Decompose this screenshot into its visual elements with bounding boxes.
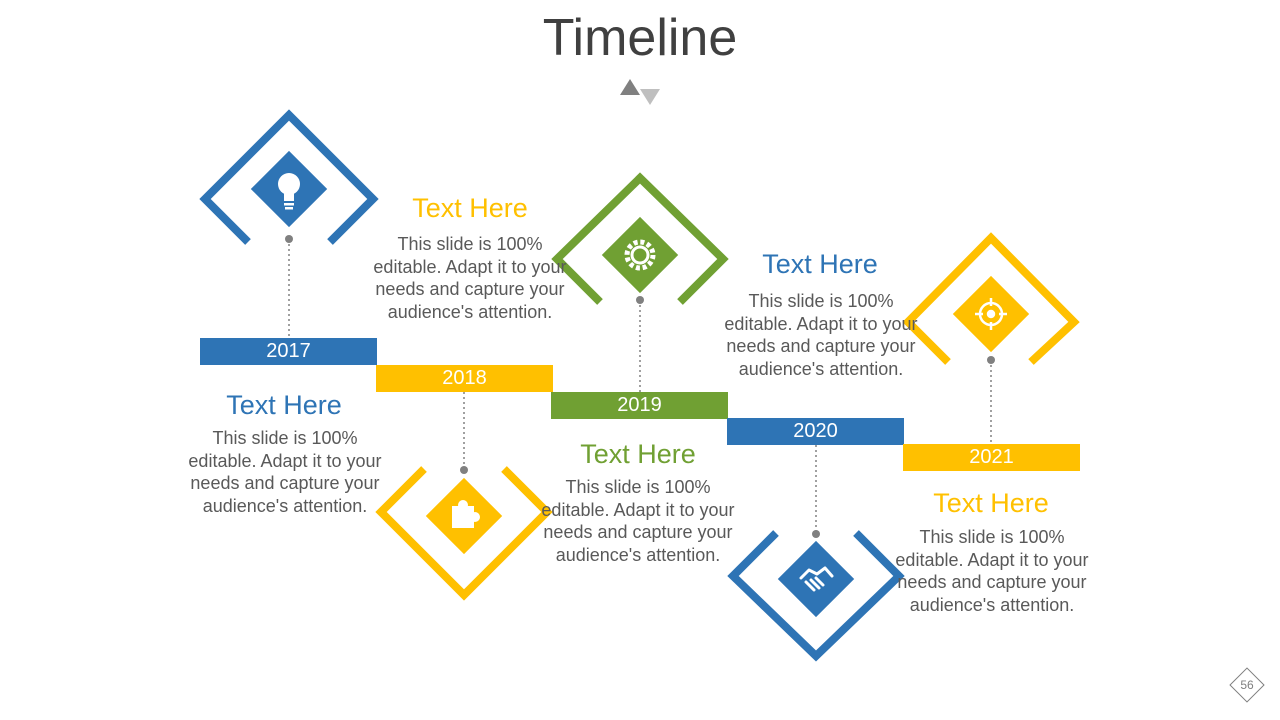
milestone-2017-graphic bbox=[199, 109, 379, 338]
milestone-2019-graphic bbox=[551, 172, 729, 392]
connector-dot bbox=[636, 296, 644, 304]
year-bar-2018: 2018 bbox=[376, 365, 553, 392]
milestone-2018-graphic bbox=[375, 392, 553, 601]
milestone-2020-graphic bbox=[727, 445, 905, 662]
chevron-frame bbox=[375, 466, 553, 601]
chevron-frame bbox=[551, 172, 729, 305]
connector-dot bbox=[285, 235, 293, 243]
lightbulb-icon bbox=[278, 173, 300, 210]
triangle-down-decoration bbox=[640, 89, 660, 105]
page-number: 56 bbox=[1240, 678, 1254, 692]
milestone-2021-graphic bbox=[902, 232, 1080, 444]
milestone-2019-body: This slide is 100% editable. Adapt it to… bbox=[541, 477, 735, 565]
page-title: Timeline bbox=[542, 9, 738, 67]
milestone-2021-heading: Text Here bbox=[933, 488, 1049, 518]
year-bar-2020: 2020 bbox=[727, 418, 904, 445]
milestone-2020-body: This slide is 100% editable. Adapt it to… bbox=[724, 291, 918, 379]
milestone-2017-body: This slide is 100% editable. Adapt it to… bbox=[188, 428, 382, 516]
page-number-badge bbox=[1229, 667, 1265, 703]
milestone-2018-body: This slide is 100% editable. Adapt it to… bbox=[373, 234, 567, 322]
triangle-up-decoration bbox=[620, 79, 640, 95]
connector-dot bbox=[812, 530, 820, 538]
icon-diamond bbox=[601, 216, 679, 294]
target-icon bbox=[975, 298, 1007, 330]
chevron-frame bbox=[199, 109, 379, 245]
connector-dot bbox=[987, 356, 995, 364]
chevron-frame bbox=[902, 232, 1080, 365]
milestone-2017-heading: Text Here bbox=[226, 390, 342, 420]
milestone-2021-body: This slide is 100% editable. Adapt it to… bbox=[895, 527, 1089, 615]
year-bar-2019: 2019 bbox=[551, 392, 728, 419]
handshake-icon bbox=[799, 566, 834, 592]
milestone-2020-heading: Text Here bbox=[762, 249, 878, 279]
gear-icon bbox=[624, 239, 656, 271]
connector-dot bbox=[460, 466, 468, 474]
year-bar-2017: 2017 bbox=[200, 338, 377, 365]
year-bar-2021: 2021 bbox=[903, 444, 1080, 471]
puzzle-icon bbox=[452, 500, 480, 528]
chevron-frame bbox=[727, 530, 905, 662]
milestone-2019-heading: Text Here bbox=[580, 439, 696, 469]
milestone-2018-heading: Text Here bbox=[412, 193, 528, 223]
